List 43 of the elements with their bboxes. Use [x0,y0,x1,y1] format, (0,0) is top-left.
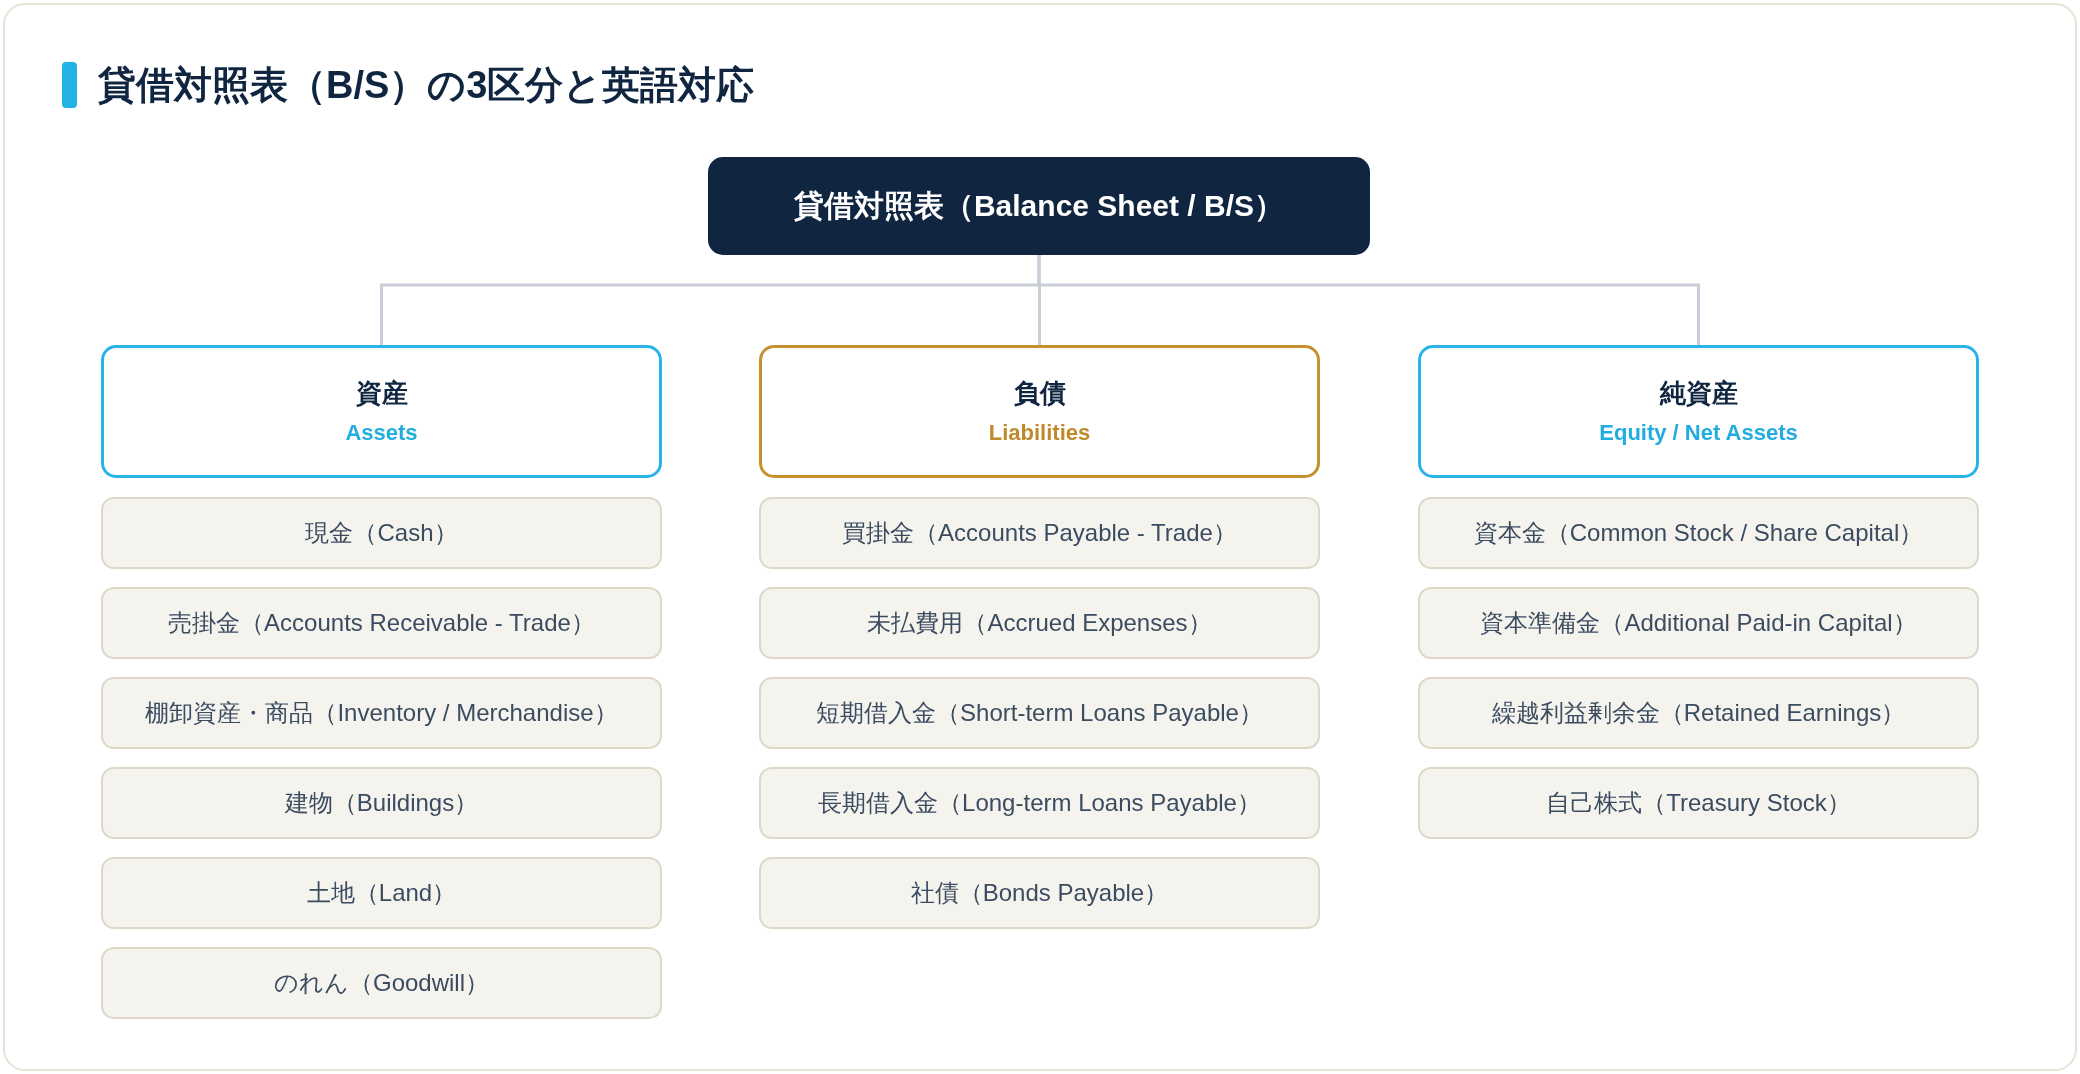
account-item-box [1418,587,1979,659]
category-subtitle: Liabilities [988,418,1091,447]
account-item-box [101,677,662,749]
account-item-label: 繰越利益剰余金（Retained Earnings） [1491,698,1906,728]
account-item-label: のれん（Goodwill） [273,968,489,998]
account-item-label: 建物（Buildings） [284,788,479,818]
account-item-box [101,767,662,839]
account-item-box [759,587,1320,659]
diagram-title: 貸借対照表（B/S）の3区分と英語対応 [98,63,755,108]
category-subtitle: Assets [345,418,418,447]
category-box [101,345,662,478]
account-item-box [759,677,1320,749]
account-item-box [759,767,1320,839]
account-item-label: 棚卸資産・商品（Inventory / Merchandise） [145,698,618,728]
category-box [759,345,1320,478]
account-item-box [101,947,662,1019]
account-item-label: 長期借入金（Long-term Loans Payable） [818,788,1261,818]
account-item-label: 土地（Land） [306,878,457,908]
account-item-box [1418,497,1979,569]
category-title: 資産 [355,376,408,409]
account-item-label: 資本金（Common Stock / Share Capital） [1473,518,1924,548]
account-item-box [1418,767,1979,839]
category-box [1418,345,1979,478]
account-item-box [101,497,662,569]
balance-sheet-box [708,157,1370,255]
account-item-label: 資本準備金（Additional Paid-in Capital） [1480,608,1917,638]
category-title: 純資産 [1659,376,1738,409]
account-item-label: 売掛金（Accounts Receivable - Trade） [168,608,595,638]
account-item-label: 現金（Cash） [305,518,458,548]
account-item-box [759,497,1320,569]
account-item-label: 自己株式（Treasury Stock） [1546,788,1851,818]
account-item-box [1418,677,1979,749]
balance-sheet-label: 貸借対照表（Balance Sheet / B/S） [793,187,1285,224]
connector-line [1037,255,1700,345]
account-item-label: 買掛金（Accounts Payable - Trade） [842,518,1237,548]
account-item-label: 未払費用（Accrued Expenses） [867,608,1212,638]
account-item-box [101,857,662,929]
category-title: 負債 [1013,376,1066,409]
account-item-box [759,857,1320,929]
account-item-label: 社債（Bonds Payable） [910,878,1169,908]
account-item-box [101,587,662,659]
category-subtitle: Equity / Net Assets [1599,418,1798,447]
account-item-label: 短期借入金（Short-term Loans Payable） [816,698,1263,728]
